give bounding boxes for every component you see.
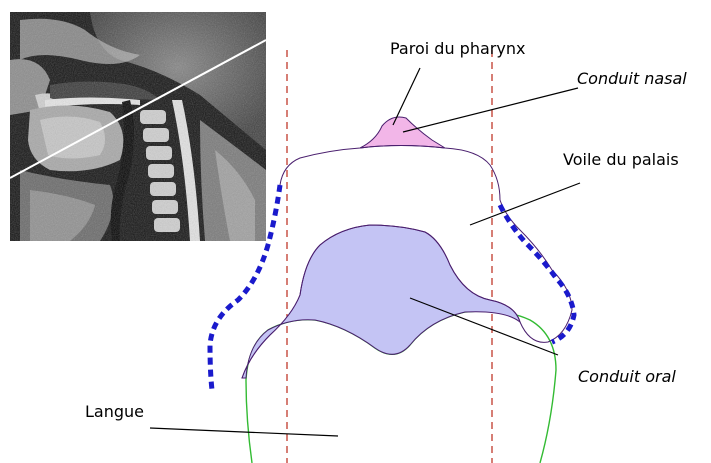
label-langue: Langue <box>85 402 144 421</box>
right-wall-dashed <box>500 205 574 342</box>
leader-paroi <box>393 68 420 125</box>
leader-langue <box>150 428 338 436</box>
label-conduit-oral: Conduit oral <box>578 367 676 386</box>
label-voile-du-palais: Voile du palais <box>563 150 679 169</box>
nasal-tract-region <box>360 117 445 148</box>
mri-scan-image <box>10 12 266 241</box>
oral-tract-region <box>242 225 520 378</box>
label-paroi-du-pharynx: Paroi du pharynx <box>390 39 525 58</box>
label-conduit-nasal: Conduit nasal <box>577 69 687 88</box>
leader-voile <box>470 183 580 225</box>
leader-conduit-nasal <box>403 88 578 132</box>
